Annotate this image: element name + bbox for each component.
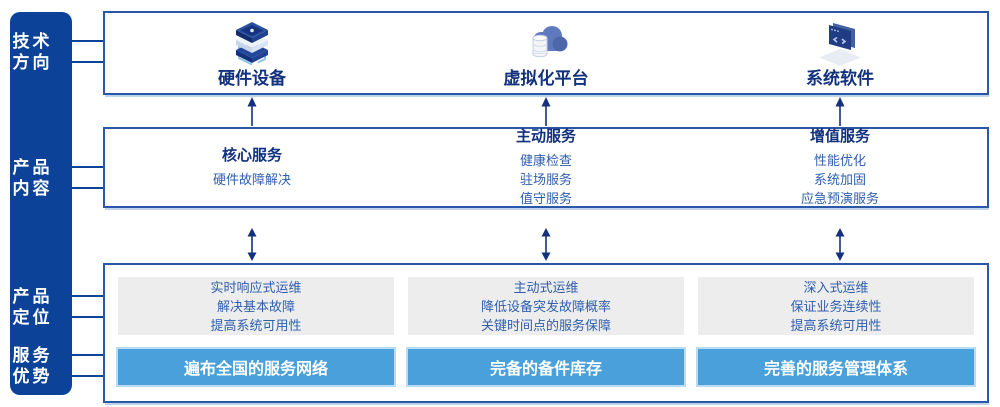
position-line: 解决基本故障 — [216, 298, 295, 314]
content-item: 应急预演服务 — [800, 191, 879, 206]
product-position-panel: 实时响应式运维 解决基本故障 提高系统可用性 遍布全国的服务网络 主动式运维 降… — [103, 263, 989, 403]
sidebar-label-line: 内容 — [12, 179, 53, 198]
sidebar-item-product-content: 产品 内容 — [0, 157, 62, 199]
tech-item-label: 硬件设备 — [218, 68, 286, 88]
tech-item-system-software: 系统软件 — [693, 13, 987, 93]
content-item: 硬件故障解决 — [212, 172, 291, 187]
tech-direction-panel: 硬件设备 虚拟化平台 — [103, 11, 989, 95]
position-line: 保证业务连续性 — [790, 298, 882, 314]
advantage-banner: 遍布全国的服务网络 — [118, 349, 394, 385]
double-arrow-icon — [834, 228, 846, 261]
content-item: 系统加固 — [813, 172, 866, 187]
sidebar-label-line: 服务 — [12, 346, 53, 365]
advantage-banner: 完善的服务管理体系 — [698, 349, 974, 385]
position-line: 实时响应式运维 — [210, 279, 302, 295]
position-line: 提高系统可用性 — [210, 317, 302, 333]
connector-line — [70, 316, 105, 318]
position-line: 提高系统可用性 — [790, 317, 882, 333]
sidebar-label-line: 定位 — [12, 308, 53, 327]
connector-line — [70, 354, 105, 356]
content-item: 值守服务 — [519, 191, 572, 206]
advantage-banner: 完备的备件库存 — [408, 349, 684, 385]
sidebar-label-line: 技术 — [12, 32, 53, 51]
content-item: 驻场服务 — [519, 172, 572, 187]
content-col-title: 核心服务 — [221, 147, 282, 164]
position-description-box: 深入式运维 保证业务连续性 提高系统可用性 — [698, 277, 974, 335]
server-stack-icon — [228, 18, 276, 68]
content-col-value-added-service: 增值服务 性能优化 系统加固 应急预演服务 — [693, 128, 987, 206]
position-description-box: 实时响应式运维 解决基本故障 提高系统可用性 — [118, 277, 394, 335]
double-arrow-icon — [246, 228, 258, 261]
product-content-panel: 核心服务 硬件故障解决 主动服务 健康检查 驻场服务 值守服务 增值服务 性能优… — [103, 127, 989, 208]
content-col-active-service: 主动服务 健康检查 驻场服务 值守服务 — [399, 128, 693, 206]
position-col-deep: 深入式运维 保证业务连续性 提高系统可用性 完善的服务管理体系 — [698, 277, 974, 401]
position-col-realtime: 实时响应式运维 解决基本故障 提高系统可用性 遍布全国的服务网络 — [118, 277, 394, 401]
content-item: 健康检查 — [519, 153, 572, 168]
connector-line — [70, 40, 105, 42]
sidebar-item-tech-direction: 技术 方向 — [0, 31, 62, 73]
sidebar-label-line: 产品 — [12, 287, 53, 306]
connector-line — [70, 166, 105, 168]
connector-line — [70, 187, 105, 189]
code-window-icon — [814, 18, 866, 68]
position-line: 关键时间点的服务保障 — [480, 317, 611, 333]
position-line: 深入式运维 — [803, 279, 869, 295]
position-description-box: 主动式运维 降低设备突发故障概率 关键时间点的服务保障 — [408, 277, 684, 335]
content-col-core-service: 核心服务 硬件故障解决 — [105, 129, 399, 206]
sidebar — [10, 12, 72, 395]
connector-line — [70, 295, 105, 297]
tech-item-virtualization: 虚拟化平台 — [399, 13, 693, 93]
sidebar-item-service-advantage: 服务 优势 — [0, 345, 62, 387]
sidebar-label-line: 优势 — [12, 367, 53, 386]
content-item: 性能优化 — [813, 153, 866, 168]
cloud-database-icon — [520, 18, 572, 68]
sidebar-label-line: 方向 — [12, 53, 53, 72]
position-line: 降低设备突发故障概率 — [480, 298, 611, 314]
tech-item-label: 虚拟化平台 — [503, 68, 589, 88]
position-col-proactive: 主动式运维 降低设备突发故障概率 关键时间点的服务保障 完备的备件库存 — [408, 277, 684, 401]
sidebar-label-line: 产品 — [12, 158, 53, 177]
tech-item-hardware: 硬件设备 — [105, 13, 399, 93]
up-arrow-icon — [834, 97, 846, 126]
tech-item-label: 系统软件 — [806, 68, 874, 88]
content-col-title: 主动服务 — [515, 128, 576, 145]
connector-line — [70, 375, 105, 377]
sidebar-item-product-position: 产品 定位 — [0, 286, 62, 328]
up-arrow-icon — [540, 97, 552, 126]
connector-line — [70, 61, 105, 63]
up-arrow-icon — [246, 97, 258, 126]
content-col-title: 增值服务 — [809, 128, 870, 145]
double-arrow-icon — [540, 228, 552, 261]
position-line: 主动式运维 — [513, 279, 579, 295]
